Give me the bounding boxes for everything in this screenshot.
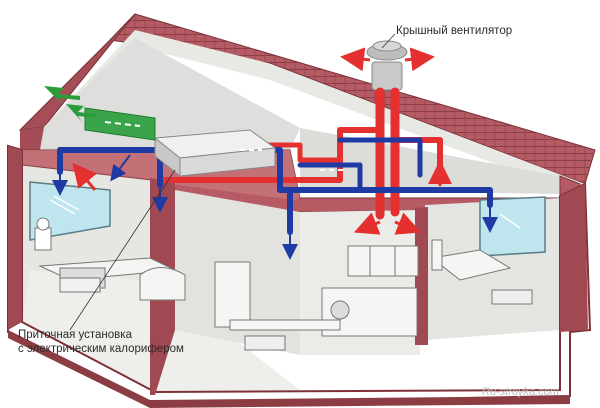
leader-lines — [69, 33, 396, 331]
window-left — [29, 181, 111, 241]
watermark: Ru-stroyka.com — [482, 386, 560, 398]
roof-fan-label: Крышный вентилятор — [396, 25, 513, 37]
supply-unit-label: Приточная установка с электрическим кало… — [18, 328, 184, 356]
bedroom-furniture — [430, 239, 533, 305]
supply-unit-label-line1: Приточная установка — [18, 329, 132, 341]
flow-arrows — [52, 47, 498, 260]
kitchen-furniture — [214, 245, 419, 351]
fresh-air-intake — [44, 86, 156, 141]
roof-fan-unit — [366, 40, 408, 91]
window-right — [479, 196, 546, 257]
supply-unit-label-line2: с электрическим калорифером — [18, 343, 184, 355]
radiator-left — [59, 277, 101, 293]
